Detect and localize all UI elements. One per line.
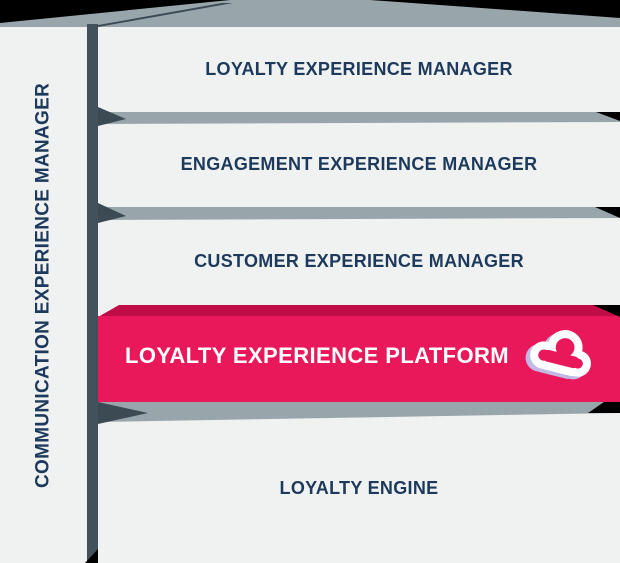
- layer-engagement-experience-manager: ENGAGEMENT EXPERIENCE MANAGER: [98, 122, 620, 207]
- layer-label-text: CUSTOMER EXPERIENCE MANAGER: [194, 251, 524, 271]
- roof-top-face: [0, 0, 620, 27]
- highlight-tip-shadow: [593, 305, 620, 317]
- cloud-icon: [525, 330, 592, 380]
- shelf-bracket-3: [98, 402, 148, 424]
- layer-label-text: LOYALTY EXPERIENCE MANAGER: [205, 59, 513, 79]
- shelf-edge-1: [98, 112, 620, 124]
- shelf-edge-3: [98, 402, 620, 422]
- shelf-bracket-2: [98, 203, 126, 223]
- layer-loyalty-engine: LOYALTY ENGINE: [98, 413, 620, 563]
- layer-loyalty-experience-platform: LOYALTY EXPERIENCE PLATFORM: [98, 305, 620, 402]
- layer-loyalty-experience-manager: LOYALTY EXPERIENCE MANAGER: [98, 27, 620, 112]
- shelf-tip-shadow-2: [595, 207, 620, 218]
- shelf-tip-shadow-1: [596, 112, 620, 121]
- sidebar-panel: [0, 26, 87, 563]
- spine-top-face: [87, 3, 233, 27]
- spine-front-face: [87, 24, 98, 563]
- spine-bottom-shadow: [85, 549, 98, 563]
- layer-label-text: ENGAGEMENT EXPERIENCE MANAGER: [180, 154, 538, 174]
- layer-label-text: LOYALTY EXPERIENCE PLATFORM: [124, 343, 510, 368]
- shelf-edge-2: [98, 207, 620, 220]
- layer-customer-experience-manager: CUSTOMER EXPERIENCE MANAGER: [98, 218, 620, 305]
- shelf-bracket-1: [98, 107, 126, 126]
- highlight-layer-top-face: [98, 305, 620, 317]
- layer-label-text: LOYALTY ENGINE: [279, 477, 439, 498]
- shelf-tip-shadow-3: [588, 402, 620, 413]
- sidebar-label: COMMUNICATION EXPERIENCE MANAGER: [32, 82, 54, 488]
